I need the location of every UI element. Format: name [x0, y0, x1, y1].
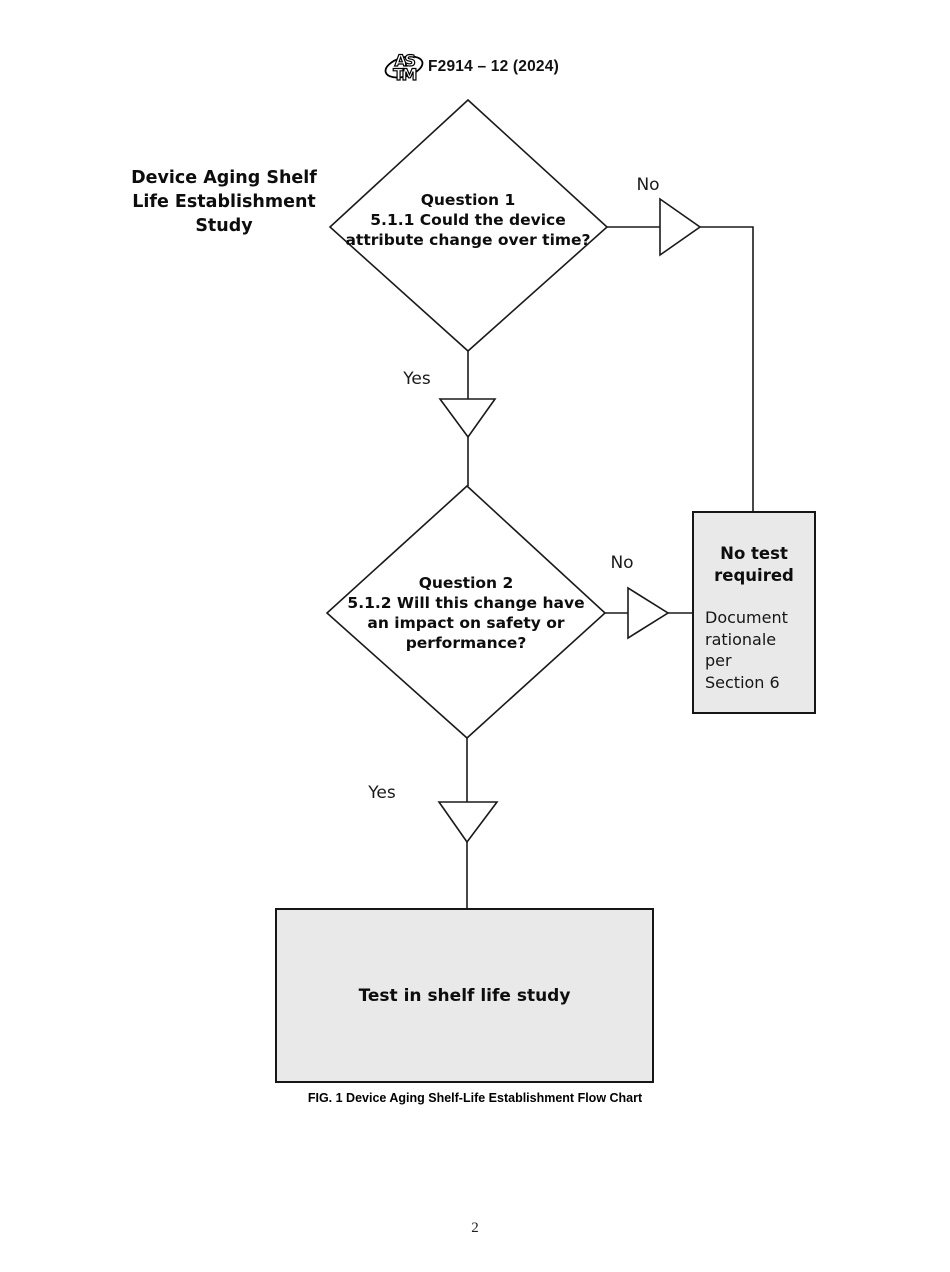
study-title: Device Aging Shelf Life Establishment St… — [131, 168, 317, 236]
q2-yes-arrowhead-down-icon — [437, 801, 499, 844]
astm-logo-icon: AS TM — [384, 47, 424, 87]
connector-q1-no-elbow — [700, 226, 754, 511]
q2-yes-label: Yes — [368, 783, 396, 803]
q1-no-label: No — [636, 175, 660, 195]
standard-code: F2914 – 12 (2024) — [428, 58, 559, 75]
astm-logo-text-bottom: TM — [393, 65, 416, 84]
page-number: 2 — [471, 1220, 479, 1236]
no-test-required-body: Document rationale per Section 6 — [705, 608, 788, 692]
astm-logo-text-top: AS — [395, 51, 416, 70]
figure-caption: FIG. 1 Device Aging Shelf-Life Establish… — [307, 1091, 643, 1105]
no-test-required-heading: No test required — [714, 544, 794, 585]
test-shelf-life-box: Test in shelf life study — [275, 908, 654, 1083]
q2-no-arrowhead-right-icon — [627, 586, 670, 640]
q1-yes-arrowhead-down-icon — [438, 398, 497, 439]
no-test-required-box: No test required Document rationale per … — [692, 511, 816, 714]
q1-yes-label: Yes — [403, 369, 431, 389]
question1-text: Question 1 5.1.1 Could the device attrib… — [345, 191, 591, 249]
q1-no-arrowhead-right-icon — [659, 197, 702, 257]
q2-no-label: No — [610, 553, 634, 573]
question2-text: Question 2 5.1.2 Will this change have a… — [347, 574, 585, 652]
